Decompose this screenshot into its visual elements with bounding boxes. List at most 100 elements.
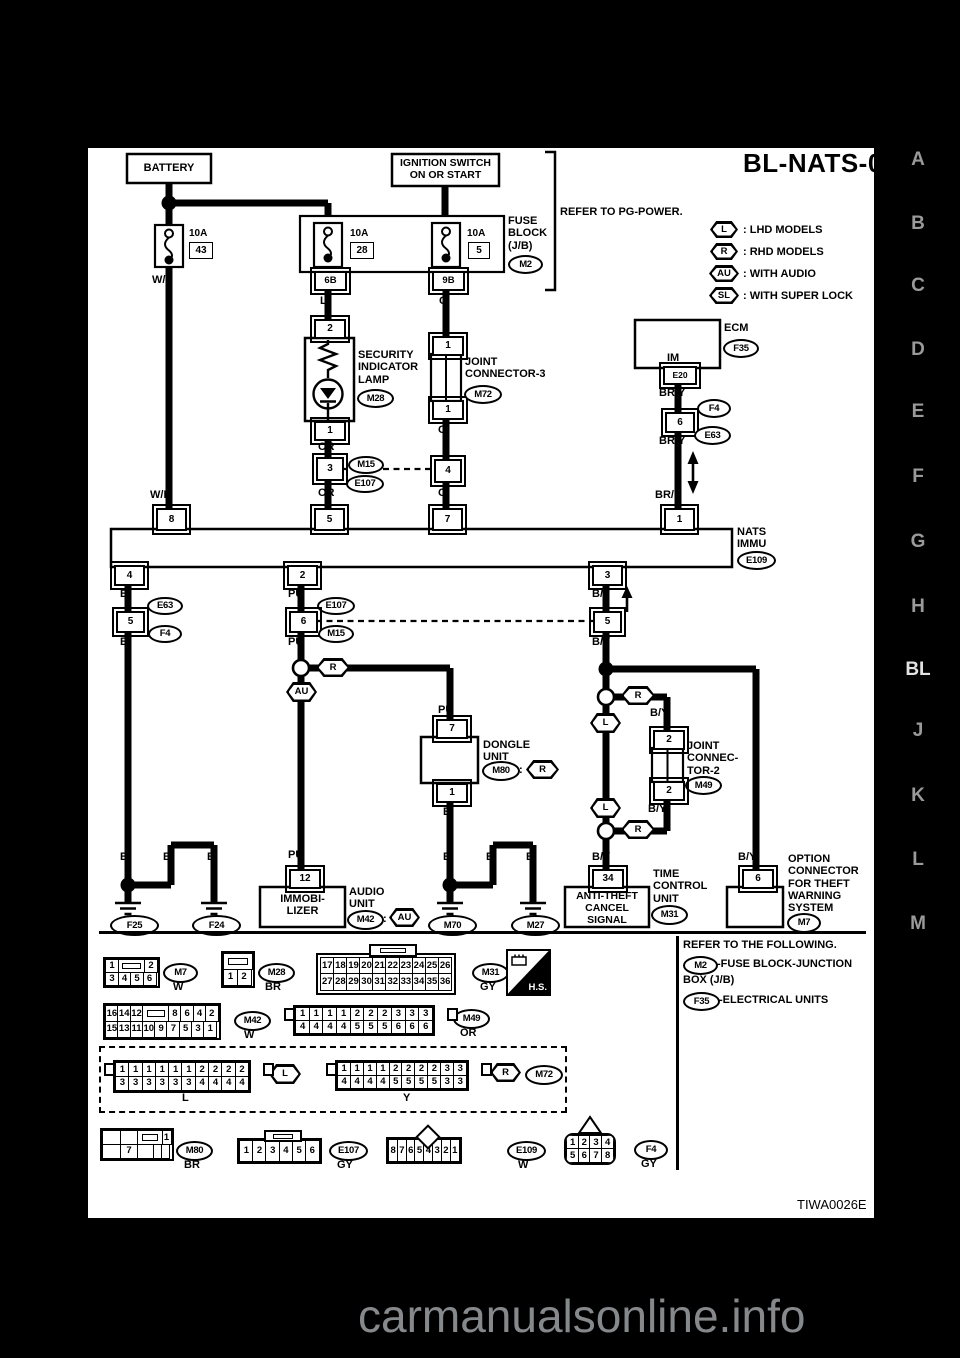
connector-ref-m42: M42 bbox=[347, 910, 384, 930]
connector-side-tab bbox=[481, 1063, 492, 1076]
connector-ref-m80: M80 bbox=[176, 1141, 213, 1161]
slot bbox=[122, 962, 141, 970]
wire-color: G bbox=[438, 424, 447, 436]
fuse5-amp: 10A bbox=[467, 228, 486, 239]
slot bbox=[146, 1009, 165, 1018]
wire-color: B/Y bbox=[592, 851, 611, 863]
pin-cell bbox=[223, 953, 253, 970]
wire-color: PU bbox=[288, 636, 304, 648]
pin-cell: 36 bbox=[437, 973, 453, 991]
joint3-pin-1-bottom: 1 bbox=[428, 396, 468, 424]
connector-ref-m7: M7 bbox=[163, 963, 198, 983]
security-lamp-label: SECURITY INDICATOR LAMP bbox=[358, 349, 419, 386]
pin-cell: 3 bbox=[453, 1074, 468, 1089]
model-tag-r: R bbox=[526, 760, 559, 779]
joint2-pin-2-top: 2 bbox=[649, 726, 689, 754]
section-tab-h: H bbox=[911, 596, 925, 617]
pin-cell: 5 bbox=[427, 1074, 442, 1089]
dongle-pin-7: 7 bbox=[432, 715, 472, 743]
section-tab-bl: BL bbox=[905, 659, 931, 680]
ground-ref-m27: M27 bbox=[511, 915, 560, 936]
bracket bbox=[545, 150, 557, 292]
pin-cell: 10 bbox=[141, 1020, 156, 1038]
section-tab-m: M bbox=[910, 913, 926, 934]
connector-color: W bbox=[244, 1029, 255, 1041]
dongle-label: DONGLE UNIT bbox=[483, 739, 531, 764]
nats-pin-2: 2 bbox=[283, 561, 322, 590]
section-tab-g: G bbox=[910, 531, 926, 552]
joint3-pin-1-top: 1 bbox=[428, 332, 468, 360]
section-tab-k: K bbox=[911, 785, 925, 806]
model-tag-l: L bbox=[590, 798, 621, 818]
connector-side-tab bbox=[447, 1008, 458, 1021]
joint2-pin-2-bottom: 2 bbox=[649, 777, 689, 805]
connector-ref-m42: M42 bbox=[234, 1011, 271, 1031]
ref-f35-text: -ELECTRICAL UNITS bbox=[719, 994, 829, 1006]
colon: : bbox=[519, 764, 523, 776]
wire-color: B bbox=[120, 851, 128, 863]
fuse-block-label: FUSE BLOCK (J/B) bbox=[508, 215, 548, 252]
wire-color: B bbox=[120, 636, 128, 648]
ref-m2-text2: BOX (J/B) bbox=[683, 974, 735, 986]
fuse5-number: 5 bbox=[468, 242, 490, 259]
terminal-e20: E20 bbox=[659, 362, 701, 389]
connector-ref-m80: M80 bbox=[482, 761, 520, 781]
wire-color: B/Y bbox=[648, 803, 667, 815]
ground-symbols bbox=[115, 901, 546, 916]
wire-color: OR bbox=[318, 441, 335, 453]
model-tag-l: L bbox=[590, 713, 621, 733]
figure-code: TIWA0026E bbox=[797, 1197, 867, 1212]
section-tab-e: E bbox=[911, 401, 925, 422]
wire-color: B bbox=[207, 851, 215, 863]
audio-unit-label: AUDIO UNIT bbox=[349, 886, 385, 911]
harness-side-icon: H.S. bbox=[506, 949, 551, 996]
colon: : bbox=[383, 913, 387, 925]
connector-ref-m72: M72 bbox=[525, 1065, 563, 1085]
refer-following: REFER TO THE FOLLOWING. bbox=[683, 939, 837, 951]
ground-ref-f24: F24 bbox=[192, 915, 241, 936]
connector-ref-f35: F35 bbox=[723, 339, 759, 358]
model-tag-au: AU bbox=[389, 908, 420, 927]
connector-ref-m15: M15 bbox=[318, 625, 354, 643]
pin-cell: 6 bbox=[404, 1019, 420, 1034]
pin-cell bbox=[161, 1143, 170, 1159]
pin-cell: 1 bbox=[203, 1020, 218, 1038]
pin-cell: 4 bbox=[601, 1135, 615, 1150]
section-tab-f: F bbox=[912, 466, 924, 487]
terminal-6b: 6B bbox=[310, 267, 351, 295]
inline-connector-6-ecm: 6 bbox=[661, 408, 699, 437]
fuse43-amp: 10A bbox=[189, 228, 208, 239]
wire-color: W/L bbox=[150, 489, 171, 501]
wire-color: OR bbox=[318, 487, 335, 499]
immobilizer-pin-12: 12 bbox=[285, 865, 325, 893]
wire-color: B bbox=[163, 851, 171, 863]
immobilizer-label: IMMOBI- LIZER bbox=[280, 893, 325, 918]
connector-ref-m49: M49 bbox=[685, 776, 722, 795]
security-lamp-symbol bbox=[312, 340, 344, 423]
pin-cell: 2 bbox=[236, 968, 252, 986]
pin-cell: 7 bbox=[589, 1148, 603, 1163]
slot bbox=[380, 948, 406, 953]
connector-color: L bbox=[182, 1092, 189, 1104]
connector-triangle-tab bbox=[577, 1115, 604, 1134]
pin-cell bbox=[137, 1143, 154, 1159]
separator-horizontal bbox=[99, 931, 866, 934]
nats-pin-8: 8 bbox=[152, 504, 191, 535]
model-tag-r: R bbox=[621, 820, 655, 839]
nats-pin-1: 1 bbox=[660, 504, 699, 535]
page-title: BL-NATS-02 bbox=[743, 148, 898, 178]
diagram-sheet bbox=[88, 148, 874, 1218]
junction-dot bbox=[598, 661, 614, 677]
pin-cell: 1 bbox=[449, 1139, 460, 1162]
connector-color: GY bbox=[480, 981, 496, 993]
